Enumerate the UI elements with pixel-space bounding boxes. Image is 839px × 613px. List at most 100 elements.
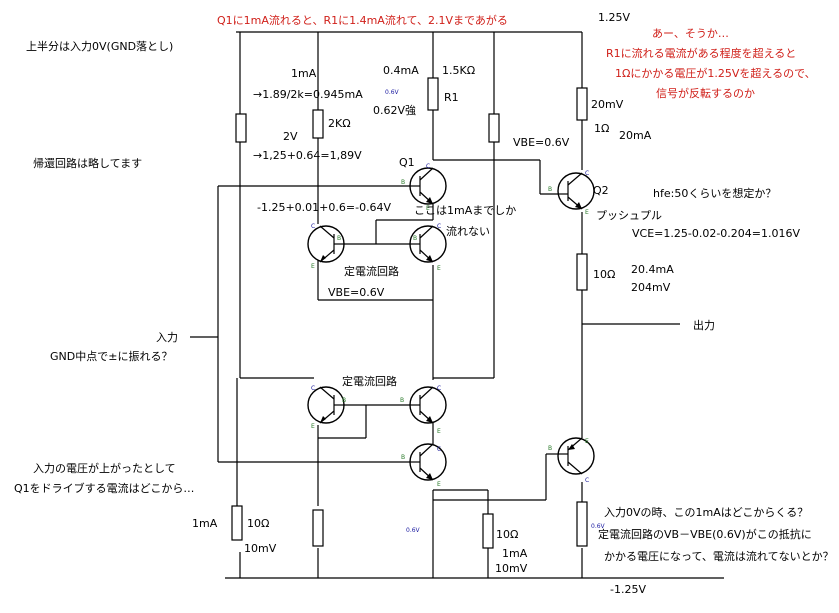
label-10ohm-left: 10Ω xyxy=(247,517,269,530)
note-realization-2: R1に流れる電流がある程度を超えると xyxy=(606,46,796,60)
svg-text:C: C xyxy=(437,446,441,453)
resistor-lower-output xyxy=(576,501,588,547)
label-q2: Q2 xyxy=(593,184,609,197)
svg-text:E: E xyxy=(585,438,589,445)
svg-text:E: E xyxy=(585,209,589,216)
label-ccs-lower: 定電流回路 xyxy=(342,374,397,388)
svg-text:B: B xyxy=(548,445,552,452)
transistor-upper-mirror-right xyxy=(409,225,447,263)
svg-text:C: C xyxy=(437,223,441,230)
output-label: 出力 xyxy=(693,318,715,332)
label-vce: VCE=1.25-0.02-0.204=1.016V xyxy=(632,227,800,240)
resistor-right-top xyxy=(488,113,500,143)
note-drive-question-2: Q1をドライブする電流はどこから… xyxy=(14,481,194,495)
svg-text:B: B xyxy=(337,235,341,242)
note-realization-4: 信号が反転するのか xyxy=(656,86,755,100)
top-note: Q1に1mA流れると、R1に1.4mA流れて、2.1Vまであがる xyxy=(217,13,508,27)
svg-text:C: C xyxy=(311,223,315,230)
svg-text:C: C xyxy=(437,385,441,392)
label-tiny-06v-c: 0.6V xyxy=(591,523,606,530)
transistor-lower-mirror-left xyxy=(307,386,345,424)
note-feedback: 帰還回路は略してます xyxy=(33,156,142,170)
vee-label: -1.25V xyxy=(610,583,646,596)
resistor-1ohm xyxy=(576,87,588,121)
label-base-calc: -1.25+0.01+0.6=-0.64V xyxy=(257,201,392,214)
supply-rails xyxy=(225,31,724,579)
label-tiny-06v-a: 0.6V xyxy=(385,89,400,96)
svg-text:E: E xyxy=(311,423,315,430)
label-vbe-06: VBE=0.6V xyxy=(513,136,570,149)
note-realization-3: 1Ωにかかる電圧が1.25Vを超えるので、 xyxy=(615,66,816,80)
svg-text:B: B xyxy=(342,397,346,404)
transistor-q2 xyxy=(557,172,595,210)
svg-text:E: E xyxy=(437,481,441,488)
label-1ma-right: 1mA xyxy=(502,547,528,560)
resistor-10ohm-right xyxy=(482,513,494,549)
transistor-upper-mirror-left xyxy=(307,225,345,263)
note-realization-1: あー、そうか… xyxy=(652,27,729,40)
note-input-question: GND中点で±に振れる？ xyxy=(50,349,172,363)
svg-text:C: C xyxy=(585,170,589,177)
label-10ohm-output: 10Ω xyxy=(593,268,615,281)
svg-text:B: B xyxy=(400,397,404,404)
note-input0-2: 定電流回路のVB－VBE(0.6V)がこの抵抗に xyxy=(598,527,812,541)
label-ccs-upper: 定電流回路 xyxy=(344,264,399,278)
label-10mv-right: 10mV xyxy=(495,562,528,575)
note-input0-1: 入力0Vの時、この1mAはどこからくる？ xyxy=(604,506,808,519)
svg-text:C: C xyxy=(585,477,589,484)
wires xyxy=(190,32,680,578)
label-vbe-06-b: VBE=0.6V xyxy=(328,286,385,299)
label-push-pull: プッシュプル xyxy=(596,209,662,222)
resistor-lower-mid xyxy=(312,509,324,547)
svg-text:E: E xyxy=(437,265,441,272)
svg-text:C: C xyxy=(426,163,430,170)
note-input0-3: かかる電圧になって、電流は流れてないとか？ xyxy=(604,549,834,563)
vcc-label: 1.25V xyxy=(598,11,630,24)
svg-text:E: E xyxy=(437,428,441,435)
transistor-lower-input xyxy=(409,443,447,481)
input-label: 入力 xyxy=(156,331,178,344)
pin-marks: C B E B B C C E E C B B C E E B C E B C … xyxy=(311,163,589,488)
note-hfe: hfe:50くらいを想定か？ xyxy=(653,186,776,200)
label-04ma: 0.4mA xyxy=(383,64,419,77)
label-2k: 2KΩ xyxy=(328,117,351,130)
note-drive-question-1: 入力の電圧が上がったとして xyxy=(33,461,176,475)
label-1ma: 1mA xyxy=(291,67,317,80)
label-r1: R1 xyxy=(444,91,459,104)
transistor-lower-mirror-right xyxy=(409,386,447,424)
resistor-10ohm-output xyxy=(576,253,588,291)
resistors xyxy=(231,77,588,549)
svg-text:B: B xyxy=(413,235,417,242)
label-voltage-calc: →1,25+0.64=1,89V xyxy=(253,149,362,162)
label-204mv: 204mV xyxy=(631,281,671,294)
note-only-1ma-2: 流れない xyxy=(446,224,490,238)
svg-text:E: E xyxy=(426,205,430,212)
resistor-left-top xyxy=(235,113,247,143)
label-20ma: 20mA xyxy=(619,129,652,142)
label-q1: Q1 xyxy=(399,156,415,169)
label-062v: 0.62V強 xyxy=(373,104,416,117)
note-only-1ma-1: ここは1mAまでしか xyxy=(414,204,516,217)
label-2v: 2V xyxy=(283,130,298,143)
label-current-calc: →1.89/2k=0.945mA xyxy=(253,88,363,101)
transistor-q1 xyxy=(409,167,447,205)
svg-text:B: B xyxy=(401,179,405,186)
svg-text:C: C xyxy=(311,385,315,392)
svg-text:E: E xyxy=(311,263,315,270)
svg-text:B: B xyxy=(401,454,405,461)
label-1ohm: 1Ω xyxy=(594,122,609,135)
label-1ma-left: 1mA xyxy=(192,517,218,530)
label-20mv: 20mV xyxy=(591,98,624,111)
label-10ohm-right: 10Ω xyxy=(496,528,518,541)
resistor-r1-1k5 xyxy=(427,77,439,111)
resistor-10ohm-left xyxy=(231,505,243,541)
label-tiny-06v-b: 0.6V xyxy=(406,527,421,534)
note-upper-half: 上半分は入力0V(GND落とし) xyxy=(26,39,173,53)
svg-text:B: B xyxy=(548,186,552,193)
label-204ma: 20.4mA xyxy=(631,263,674,276)
resistor-2k xyxy=(312,109,324,139)
label-10mv-left: 10mV xyxy=(244,542,277,555)
label-1k5: 1.5KΩ xyxy=(442,64,475,77)
transistor-q3-push-pull-lower xyxy=(557,437,595,475)
